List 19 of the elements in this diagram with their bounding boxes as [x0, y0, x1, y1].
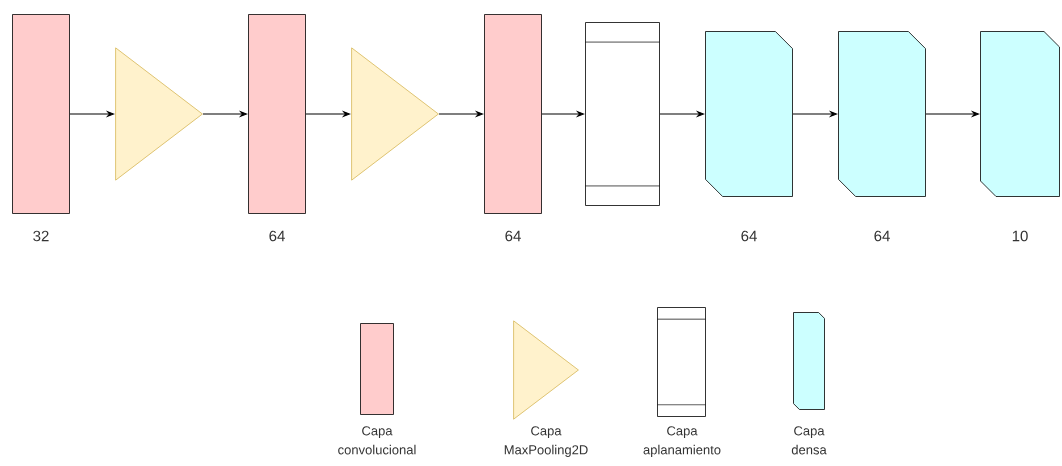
unit-count-label: 64: [505, 230, 521, 242]
legend-label: Capa aplanamiento: [643, 426, 721, 457]
dense-layer-box: [980, 31, 1060, 197]
pooling-triangle: [115, 47, 203, 181]
flatten-layer-box: [585, 22, 660, 206]
unit-count-label: 64: [269, 230, 285, 242]
convolution-layer-box: [12, 14, 70, 214]
legend-label: Capa MaxPooling2D: [504, 426, 588, 457]
unit-count-label: 32: [33, 230, 49, 242]
convolution-layer-box: [484, 14, 542, 214]
unit-count-label: 10: [1012, 230, 1028, 242]
unit-count-label: 64: [741, 230, 757, 242]
dense-layer-box: [838, 31, 926, 197]
legend-label: Capa convolucional: [338, 426, 416, 455]
unit-count-label: 64: [874, 230, 890, 242]
dense-layer-box: [705, 31, 793, 197]
legend-label: Capa densa: [791, 426, 827, 455]
pooling-triangle: [351, 47, 439, 181]
convolution-layer-box: [248, 14, 306, 214]
